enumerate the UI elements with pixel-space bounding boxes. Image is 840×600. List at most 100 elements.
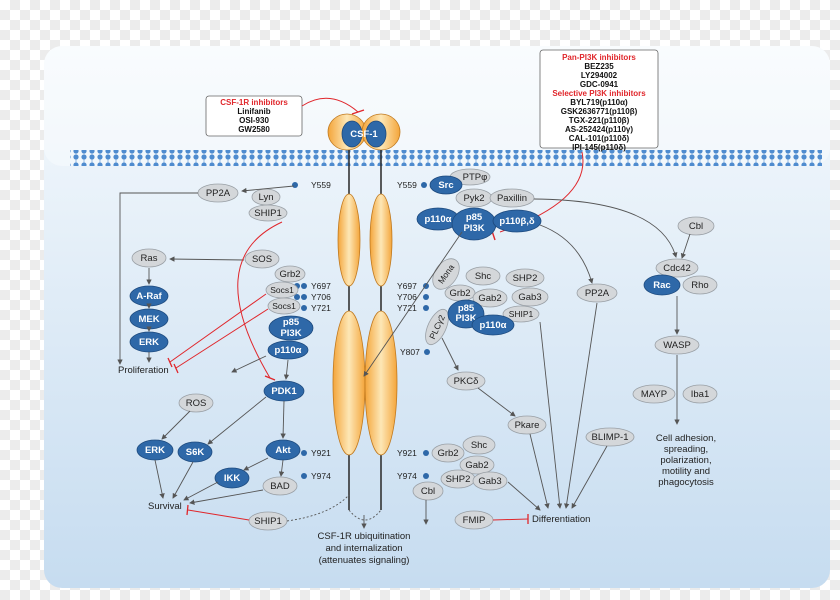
p110a-left: p110α [275, 345, 302, 356]
site-y721-right: Y721 [397, 303, 417, 313]
cell-membrane [70, 150, 822, 166]
mayp: MAYP [641, 389, 667, 400]
rho: Rho [691, 280, 708, 291]
inhibitor-as252424: AS-252424(p110γ) [565, 125, 633, 134]
cell-adhesion-line3: polarization, [660, 455, 711, 466]
site-y559-left: Y559 [311, 180, 331, 190]
ship1-right: SHIP1 [509, 309, 534, 319]
ship1-left: SHIP1 [254, 208, 281, 219]
inhibitor-gw2580: GW2580 [238, 125, 270, 134]
pp2a-right: PP2A [585, 288, 610, 299]
inhibitor-ipi145: IPI-145(p110δ) [572, 143, 626, 152]
site-y559-right: Y559 [397, 180, 417, 190]
gab2-bottom: Gab2 [465, 460, 488, 471]
selective-pi3k-title: Selective PI3K inhibitors [552, 89, 646, 98]
phospho-sites-left: Y559 Y697 Y706 Y721 Y921 Y974 [311, 180, 331, 481]
grb2-top: Grb2 [449, 288, 470, 299]
pp2a-left: PP2A [206, 188, 231, 199]
pdk1: PDK1 [271, 386, 297, 397]
ship1-bottom: SHIP1 [254, 516, 281, 527]
csf1r-inhibitors-title: CSF-1R inhibitors [220, 98, 288, 107]
erk-top: ERK [139, 337, 159, 348]
ikk: IKK [224, 473, 241, 484]
pi3k-inhibitors-box: Pan-PI3K inhibitors BEZ235 LY294002 GDC-… [539, 49, 659, 152]
site-y974-left: Y974 [311, 471, 331, 481]
site-y921-left: Y921 [311, 448, 331, 458]
wasp: WASP [663, 340, 691, 351]
ptp-phi: PTPφ [463, 172, 488, 183]
cdc42: Cdc42 [663, 263, 690, 274]
s6k: S6K [186, 447, 205, 458]
proliferation-label: Proliferation [118, 365, 169, 376]
phospho-dots [292, 182, 430, 479]
bad: BAD [270, 481, 290, 492]
pyk2: Pyk2 [463, 193, 484, 204]
ubiquitination-line2: and internalization [325, 543, 402, 554]
p110bd: p110β,δ [499, 216, 535, 227]
right-pathway: PTPφ Src Pyk2 Paxillin p110α p85 PI3K p1… [412, 168, 718, 530]
p85-left: p85 [283, 317, 300, 328]
shc-top: Shc [475, 271, 492, 282]
inhibitor-gsk2636771: GSK2636771(p110β) [561, 107, 638, 116]
csf1-label: CSF-1 [350, 129, 378, 140]
pan-pi3k-title: Pan-PI3K inhibitors [562, 53, 636, 62]
pi3k-right: PI3K [463, 223, 484, 234]
erk-bottom: ERK [145, 445, 165, 456]
socs1-a: Socs1 [270, 285, 294, 295]
iba1: Iba1 [691, 389, 710, 400]
pkc-delta: PKCδ [454, 376, 479, 387]
ros: ROS [186, 398, 207, 409]
site-y706-left: Y706 [311, 292, 331, 302]
differentiation-label: Differentiation [532, 514, 590, 525]
site-y974-right: Y974 [397, 471, 417, 481]
inhibitor-cal101: CAL-101(p110δ) [569, 134, 630, 143]
paxillin: Paxillin [497, 193, 527, 204]
cell-adhesion-line5: phagocytosis [658, 477, 714, 488]
cell-adhesion-line2: spreading, [664, 444, 708, 455]
csf1-ligand-right [365, 120, 387, 148]
inhibitor-osi930: OSI-930 [239, 116, 269, 125]
site-y807: Y807 [400, 347, 420, 357]
araf: A-Raf [136, 291, 162, 302]
sos: SOS [252, 254, 272, 265]
rac: Rac [653, 280, 670, 291]
src: Src [438, 180, 453, 191]
inhibitor-byl719: BYL719(p110α) [570, 98, 628, 107]
inhibitor-ly294002: LY294002 [581, 71, 618, 80]
inhibitor-gdc0941: GDC-0941 [580, 80, 619, 89]
right-arrows [363, 198, 691, 525]
blimp1: BLIMP-1 [592, 432, 629, 443]
site-y697-right: Y697 [397, 281, 417, 291]
grb2-left: Grb2 [279, 269, 300, 280]
left-pathway: PP2A Lyn SHIP1 Ras A-Raf MEK ERK SOS Grb… [118, 183, 314, 531]
cbl-top: Cbl [689, 221, 703, 232]
inhibitor-linifanib: Linifanib [237, 107, 270, 116]
p110a-right: p110α [425, 214, 452, 225]
site-y721-left: Y721 [311, 303, 331, 313]
gab3-top: Gab3 [518, 292, 541, 303]
socs1-b: Socs1 [272, 301, 296, 311]
ubiquitination-line1: CSF-1R ubiquitination [318, 531, 411, 542]
shc-bottom: Shc [471, 440, 488, 451]
ubiquitination-note: CSF-1R ubiquitination and internalizatio… [318, 531, 411, 566]
ubiquitination-line3: (attenuates signaling) [319, 555, 410, 566]
csf1r-inhibitors-box: CSF-1R inhibitors Linifanib OSI-930 GW25… [205, 95, 303, 137]
fmip: FMIP [463, 515, 486, 526]
lyn: Lyn [259, 192, 274, 203]
inhibitor-bez235: BEZ235 [584, 62, 614, 71]
site-y921-right: Y921 [397, 448, 417, 458]
gab2-top: Gab2 [478, 293, 501, 304]
gab3-bottom: Gab3 [478, 476, 501, 487]
mek: MEK [138, 314, 159, 325]
survival-label: Survival [148, 501, 182, 512]
site-y706-right: Y706 [397, 292, 417, 302]
p85-right: p85 [466, 212, 483, 223]
grb2-bottom: Grb2 [437, 448, 458, 459]
csf1-receptor: CSF-1 [327, 113, 401, 510]
p110a-mid: p110α [480, 320, 507, 331]
cell-adhesion-line4: motility and [662, 466, 710, 477]
akt: Akt [275, 445, 291, 456]
inhibitor-tgx221: TGX-221(p110β) [569, 116, 630, 125]
csf1r-inhibition-arrow [301, 97, 359, 113]
